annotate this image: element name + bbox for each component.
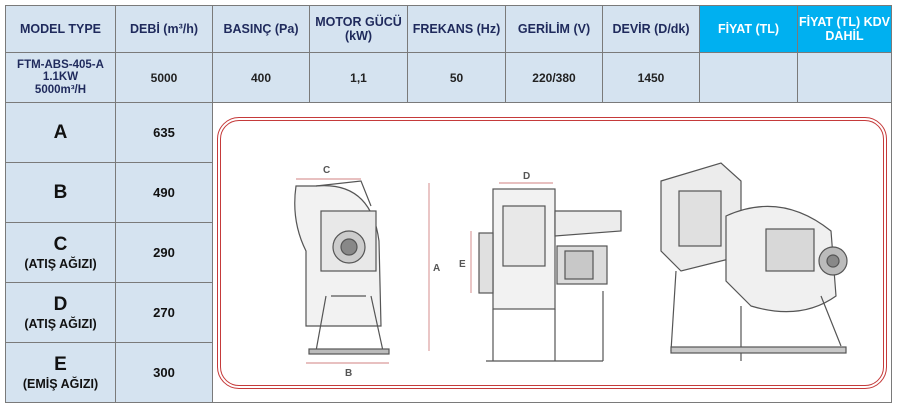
value-basinc: 400 <box>212 52 310 103</box>
dimension-label-d: D(ATIŞ AĞIZI) <box>5 282 116 343</box>
header-basinc: BASINÇ (Pa) <box>212 5 310 53</box>
header-fiyat-kdv: FİYAT (TL) KDV DAHİL <box>797 5 892 53</box>
header-devir: DEVİR (D/dk) <box>602 5 700 53</box>
header-debi: DEBİ (m³/h) <box>115 5 213 53</box>
dim-label-c: C <box>323 165 330 176</box>
fan-spec-table: MODEL TYPE DEBİ (m³/h) BASINÇ (Pa) MOTOR… <box>5 5 892 403</box>
dimension-label-b: B <box>5 162 116 223</box>
dimension-note-e: (EMİŞ AĞIZI) <box>22 376 99 391</box>
product-row: FTM-ABS-405-A 1.1KW 5000m³/H 5000 400 1,… <box>5 52 892 103</box>
dimension-note-d: (ATIŞ AĞIZI) <box>24 316 97 331</box>
header-fiyat: FİYAT (TL) <box>699 5 798 53</box>
dimension-row-c: C(ATIŞ AĞIZI) 290 <box>5 222 892 283</box>
dimension-row-b: B 490 <box>5 162 892 223</box>
dimension-label-a: A <box>5 102 116 163</box>
dim-label-a: A <box>433 263 440 274</box>
model-flow: 5000m³/H <box>34 83 87 96</box>
value-fiyat <box>699 52 798 103</box>
model-cell: FTM-ABS-405-A 1.1KW 5000m³/H <box>5 52 116 103</box>
value-frekans: 50 <box>407 52 506 103</box>
dimension-label-e: E(EMİŞ AĞIZI) <box>5 342 116 403</box>
dimension-value-a: 635 <box>115 102 213 163</box>
dimension-value-b: 490 <box>115 162 213 223</box>
header-motor-gucu: MOTOR GÜCÜ (kW) <box>309 5 408 53</box>
value-fiyat-kdv <box>797 52 892 103</box>
dim-label-b: B <box>345 368 352 379</box>
header-frekans: FREKANS (Hz) <box>407 5 506 53</box>
fan-drawing-svg: C A B D <box>294 161 848 379</box>
technical-drawing-cell: C A B D <box>212 102 892 403</box>
value-debi: 5000 <box>115 52 213 103</box>
isometric-view <box>660 161 848 361</box>
model-power: 1.1KW <box>42 71 79 84</box>
dimension-label-c: C(ATIŞ AĞIZI) <box>5 222 116 283</box>
front-dimensions <box>296 178 430 363</box>
dimension-value-d: 270 <box>115 282 213 343</box>
dimension-row-e: E(EMİŞ AĞIZI) 300 <box>5 342 892 403</box>
side-view <box>478 187 622 362</box>
side-dimensions <box>470 182 553 293</box>
technical-drawing: C A B D <box>217 116 887 389</box>
dim-label-e: E <box>459 259 466 270</box>
dim-label-d: D <box>523 171 530 182</box>
header-gerilim: GERİLİM (V) <box>505 5 603 53</box>
header-row: MODEL TYPE DEBİ (m³/h) BASINÇ (Pa) MOTOR… <box>5 5 892 53</box>
value-gerilim: 220/380 <box>505 52 603 103</box>
dimension-row-d: D(ATIŞ AĞIZI) 270 <box>5 282 892 343</box>
dimension-value-c: 290 <box>115 222 213 283</box>
dimension-row-a: A 635 <box>5 102 892 403</box>
value-motor-gucu: 1,1 <box>309 52 408 103</box>
dimension-note-c: (ATIŞ AĞIZI) <box>24 256 97 271</box>
model-code: FTM-ABS-405-A <box>17 58 104 71</box>
value-devir: 1450 <box>602 52 700 103</box>
front-view <box>294 179 390 355</box>
dimension-value-e: 300 <box>115 342 213 403</box>
header-model-type: MODEL TYPE <box>5 5 116 53</box>
